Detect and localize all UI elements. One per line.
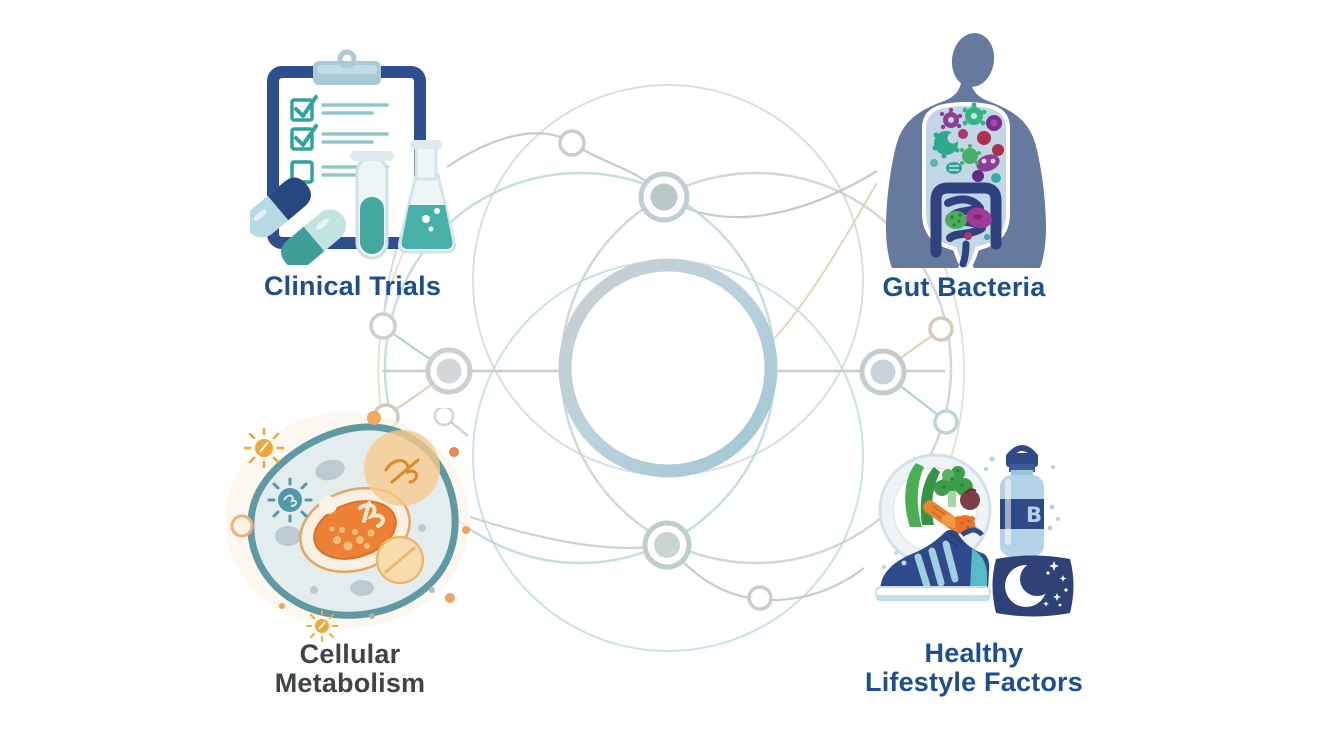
running-shoe: [875, 527, 991, 601]
central-ring: [558, 258, 778, 478]
clinical-trials-label: Clinical Trials: [263, 271, 442, 301]
gut-bacteria-icon: [886, 33, 1046, 273]
network-nodes: [369, 129, 959, 611]
capsule-pill-navy: [250, 177, 311, 238]
sun-icon: [243, 427, 338, 642]
healthy-lifestyle-icon: B: [875, 445, 1074, 617]
vegetable-plate: [878, 453, 992, 567]
cellular-metabolism-label: Cellular Metabolism: [274, 639, 426, 698]
clinical-trials-icon: [250, 49, 457, 265]
healthy-lifestyle-label: Healthy Lifestyle Factors: [865, 638, 1083, 697]
microbes: [930, 102, 1004, 183]
sleep-pillow: [992, 555, 1074, 617]
capsule-pill-teal: [281, 209, 347, 265]
water-bottle: B: [984, 445, 1060, 557]
bottle-letter: B: [1026, 503, 1042, 527]
gut-bacteria-label: Gut Bacteria: [882, 272, 1046, 302]
cellular-metabolism-icon: [225, 408, 470, 642]
stars: [1043, 561, 1068, 607]
